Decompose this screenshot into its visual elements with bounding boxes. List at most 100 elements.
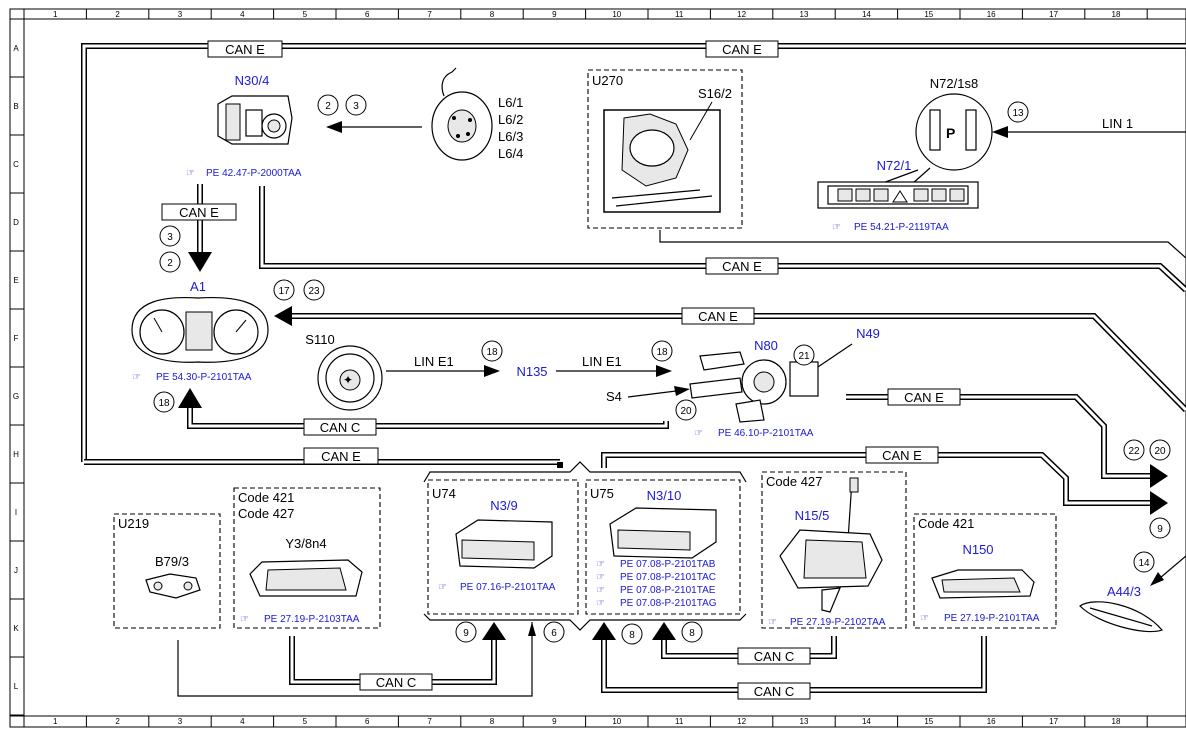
u270-box[interactable]: U270 S16/2	[587, 69, 743, 229]
column-label-top: 1	[53, 10, 58, 19]
ref-hand-icon: ☞	[768, 617, 777, 628]
n150-box[interactable]: Code 421 N150 ☞ PE 27.19-P-2101TAA	[913, 513, 1057, 629]
can-e-a1-bus	[274, 306, 1186, 413]
ref-hand-icon: ☞	[920, 613, 929, 624]
ref-hand-icon: ☞	[596, 598, 605, 609]
n150-ref[interactable]: PE 27.19-P-2101TAA	[944, 613, 1040, 624]
n30-4-ref[interactable]: PE 42.47-P-2000TAA	[206, 168, 302, 179]
n72-1s8-label: N72/1s8	[930, 76, 978, 91]
row-label: K	[13, 624, 19, 633]
column-label-top: 8	[490, 10, 495, 19]
u75-box[interactable]: U75 N3/10 ☞ PE 07.08-P-2101TAB ☞ PE 07.0…	[585, 479, 741, 615]
can-c-a1-bus	[178, 388, 669, 429]
svg-text:18: 18	[158, 398, 170, 409]
svg-text:CAN E: CAN E	[179, 205, 219, 220]
column-ruler: 1122334455667788991010111112121313141415…	[53, 9, 1148, 727]
column-label-bottom: 4	[240, 717, 245, 726]
n150-code-label: Code 421	[918, 516, 974, 531]
u75-label: U75	[590, 486, 614, 501]
n135-label[interactable]: N135	[516, 364, 547, 379]
n3-9-ref[interactable]: PE 07.16-P-2101TAA	[460, 582, 556, 593]
n3-10-ref-2[interactable]: PE 07.08-P-2101TAC	[620, 572, 716, 583]
svg-text:21: 21	[798, 351, 810, 362]
row-label: E	[13, 276, 18, 285]
callout-9-right: 9	[1149, 517, 1171, 539]
n3-10-ref-1[interactable]: PE 07.08-P-2101TAB	[620, 559, 716, 570]
u219-box[interactable]: U219 B79/3	[113, 513, 221, 629]
y3-8n4-ref[interactable]: PE 27.19-P-2103TAA	[264, 614, 360, 625]
row-label: G	[13, 392, 19, 401]
column-label-top: 2	[115, 10, 120, 19]
u270-label: U270	[592, 73, 623, 88]
ref-hand-icon: ☞	[694, 428, 703, 439]
column-label-top: 6	[365, 10, 370, 19]
can-e-label-bottom-right: CAN E	[865, 446, 939, 464]
a44-3-label: A44/3	[1107, 584, 1141, 599]
svg-text:CAN C: CAN C	[376, 675, 416, 690]
n3-10-ref-4[interactable]: PE 07.08-P-2101TAG	[620, 598, 717, 609]
n72-1-buttons	[837, 188, 965, 203]
column-label-bottom: 12	[737, 717, 746, 726]
svg-text:CAN E: CAN E	[321, 449, 361, 464]
n15-5-code-label: Code 427	[766, 474, 822, 489]
n72-1-panel[interactable]: N72/1s8 P N72/1 ☞ PE 54.21-P-2119TAA	[817, 76, 993, 233]
column-label-bottom: 1	[53, 717, 58, 726]
y3-8n4-box[interactable]: Code 421 Code 427 Y3/8n4 ☞ PE 27.19-P-21…	[233, 487, 381, 629]
can-e-label-mid: CAN E	[705, 257, 779, 275]
callout-13: 13	[1007, 101, 1029, 123]
can-e-label-top-left: CAN E	[207, 40, 283, 58]
n3-9-label: N3/9	[490, 498, 517, 513]
callout-18-lin-left: 18	[481, 340, 503, 362]
column-label-top: 14	[862, 10, 871, 19]
n72-1-ref[interactable]: PE 54.21-P-2119TAA	[854, 222, 949, 233]
svg-text:CAN C: CAN C	[320, 420, 360, 435]
row-label: I	[15, 508, 17, 517]
n3-10-label: N3/10	[647, 488, 682, 503]
column-label-top: 16	[987, 10, 996, 19]
n80-column-module[interactable]: N80 N49 S4 ☞ PE 46.10-P-2101TAA	[606, 326, 880, 439]
svg-text:2: 2	[167, 258, 173, 269]
sensor-l6-2: L6/2	[498, 112, 523, 127]
n30-4-module[interactable]: N30/4 ☞ PE 42.47-P-2000TAA	[186, 73, 302, 179]
a44-3-component[interactable]: A44/3	[1079, 584, 1164, 633]
svg-text:8: 8	[689, 628, 695, 639]
n3-10-ref-3[interactable]: PE 07.08-P-2101TAE	[620, 585, 716, 596]
sensor-l6-4: L6/4	[498, 146, 523, 161]
callout-2-n30: 2	[317, 94, 339, 116]
callout-18-lin-right: 18	[651, 340, 673, 362]
parking-icon: P	[946, 125, 955, 141]
y3-8n4-label: Y3/8n4	[285, 536, 326, 551]
callout-6-u74: 6	[543, 621, 565, 643]
can-c-label-u74: CAN C	[359, 673, 433, 691]
svg-text:18: 18	[656, 347, 668, 358]
u219-label: U219	[118, 516, 149, 531]
column-label-bottom: 7	[427, 717, 432, 726]
column-label-top: 4	[240, 10, 245, 19]
callout-22: 22	[1123, 439, 1145, 461]
ref-hand-icon: ☞	[596, 585, 605, 596]
svg-text:9: 9	[463, 628, 469, 639]
s16-2-label: S16/2	[698, 86, 732, 101]
n15-5-box[interactable]: Code 427 N15/5 ☞ PE 27.19-P-2102TAA	[761, 471, 907, 629]
callout-2-a1: 2	[159, 251, 181, 273]
u74-box[interactable]: U74 N3/9 ☞ PE 07.16-P-2101TAA	[427, 479, 579, 615]
can-c-label-a1: CAN C	[303, 418, 377, 436]
svg-text:2: 2	[325, 101, 331, 112]
n80-ref[interactable]: PE 46.10-P-2101TAA	[718, 428, 814, 439]
column-label-bottom: 16	[987, 717, 996, 726]
can-e-label-bottom-left: CAN E	[303, 447, 379, 465]
a1-instrument-cluster[interactable]: A1 ☞ PE 54.30-P-2101TAA	[131, 279, 269, 383]
column-label-top: 3	[178, 10, 183, 19]
sensor-l6-3: L6/3	[498, 129, 523, 144]
lin-e1-label-left: LIN E1	[414, 354, 454, 369]
a1-ref[interactable]: PE 54.30-P-2101TAA	[156, 372, 252, 383]
sensor-arrow	[326, 121, 422, 133]
n15-5-ref[interactable]: PE 27.19-P-2102TAA	[790, 617, 886, 628]
svg-text:CAN C: CAN C	[754, 649, 794, 664]
s110-steering-wheel[interactable]: S110 ✦	[305, 332, 383, 411]
svg-text:3: 3	[167, 232, 173, 243]
column-label-top: 13	[800, 10, 809, 19]
n150-label: N150	[962, 542, 993, 557]
row-label: L	[14, 682, 19, 691]
